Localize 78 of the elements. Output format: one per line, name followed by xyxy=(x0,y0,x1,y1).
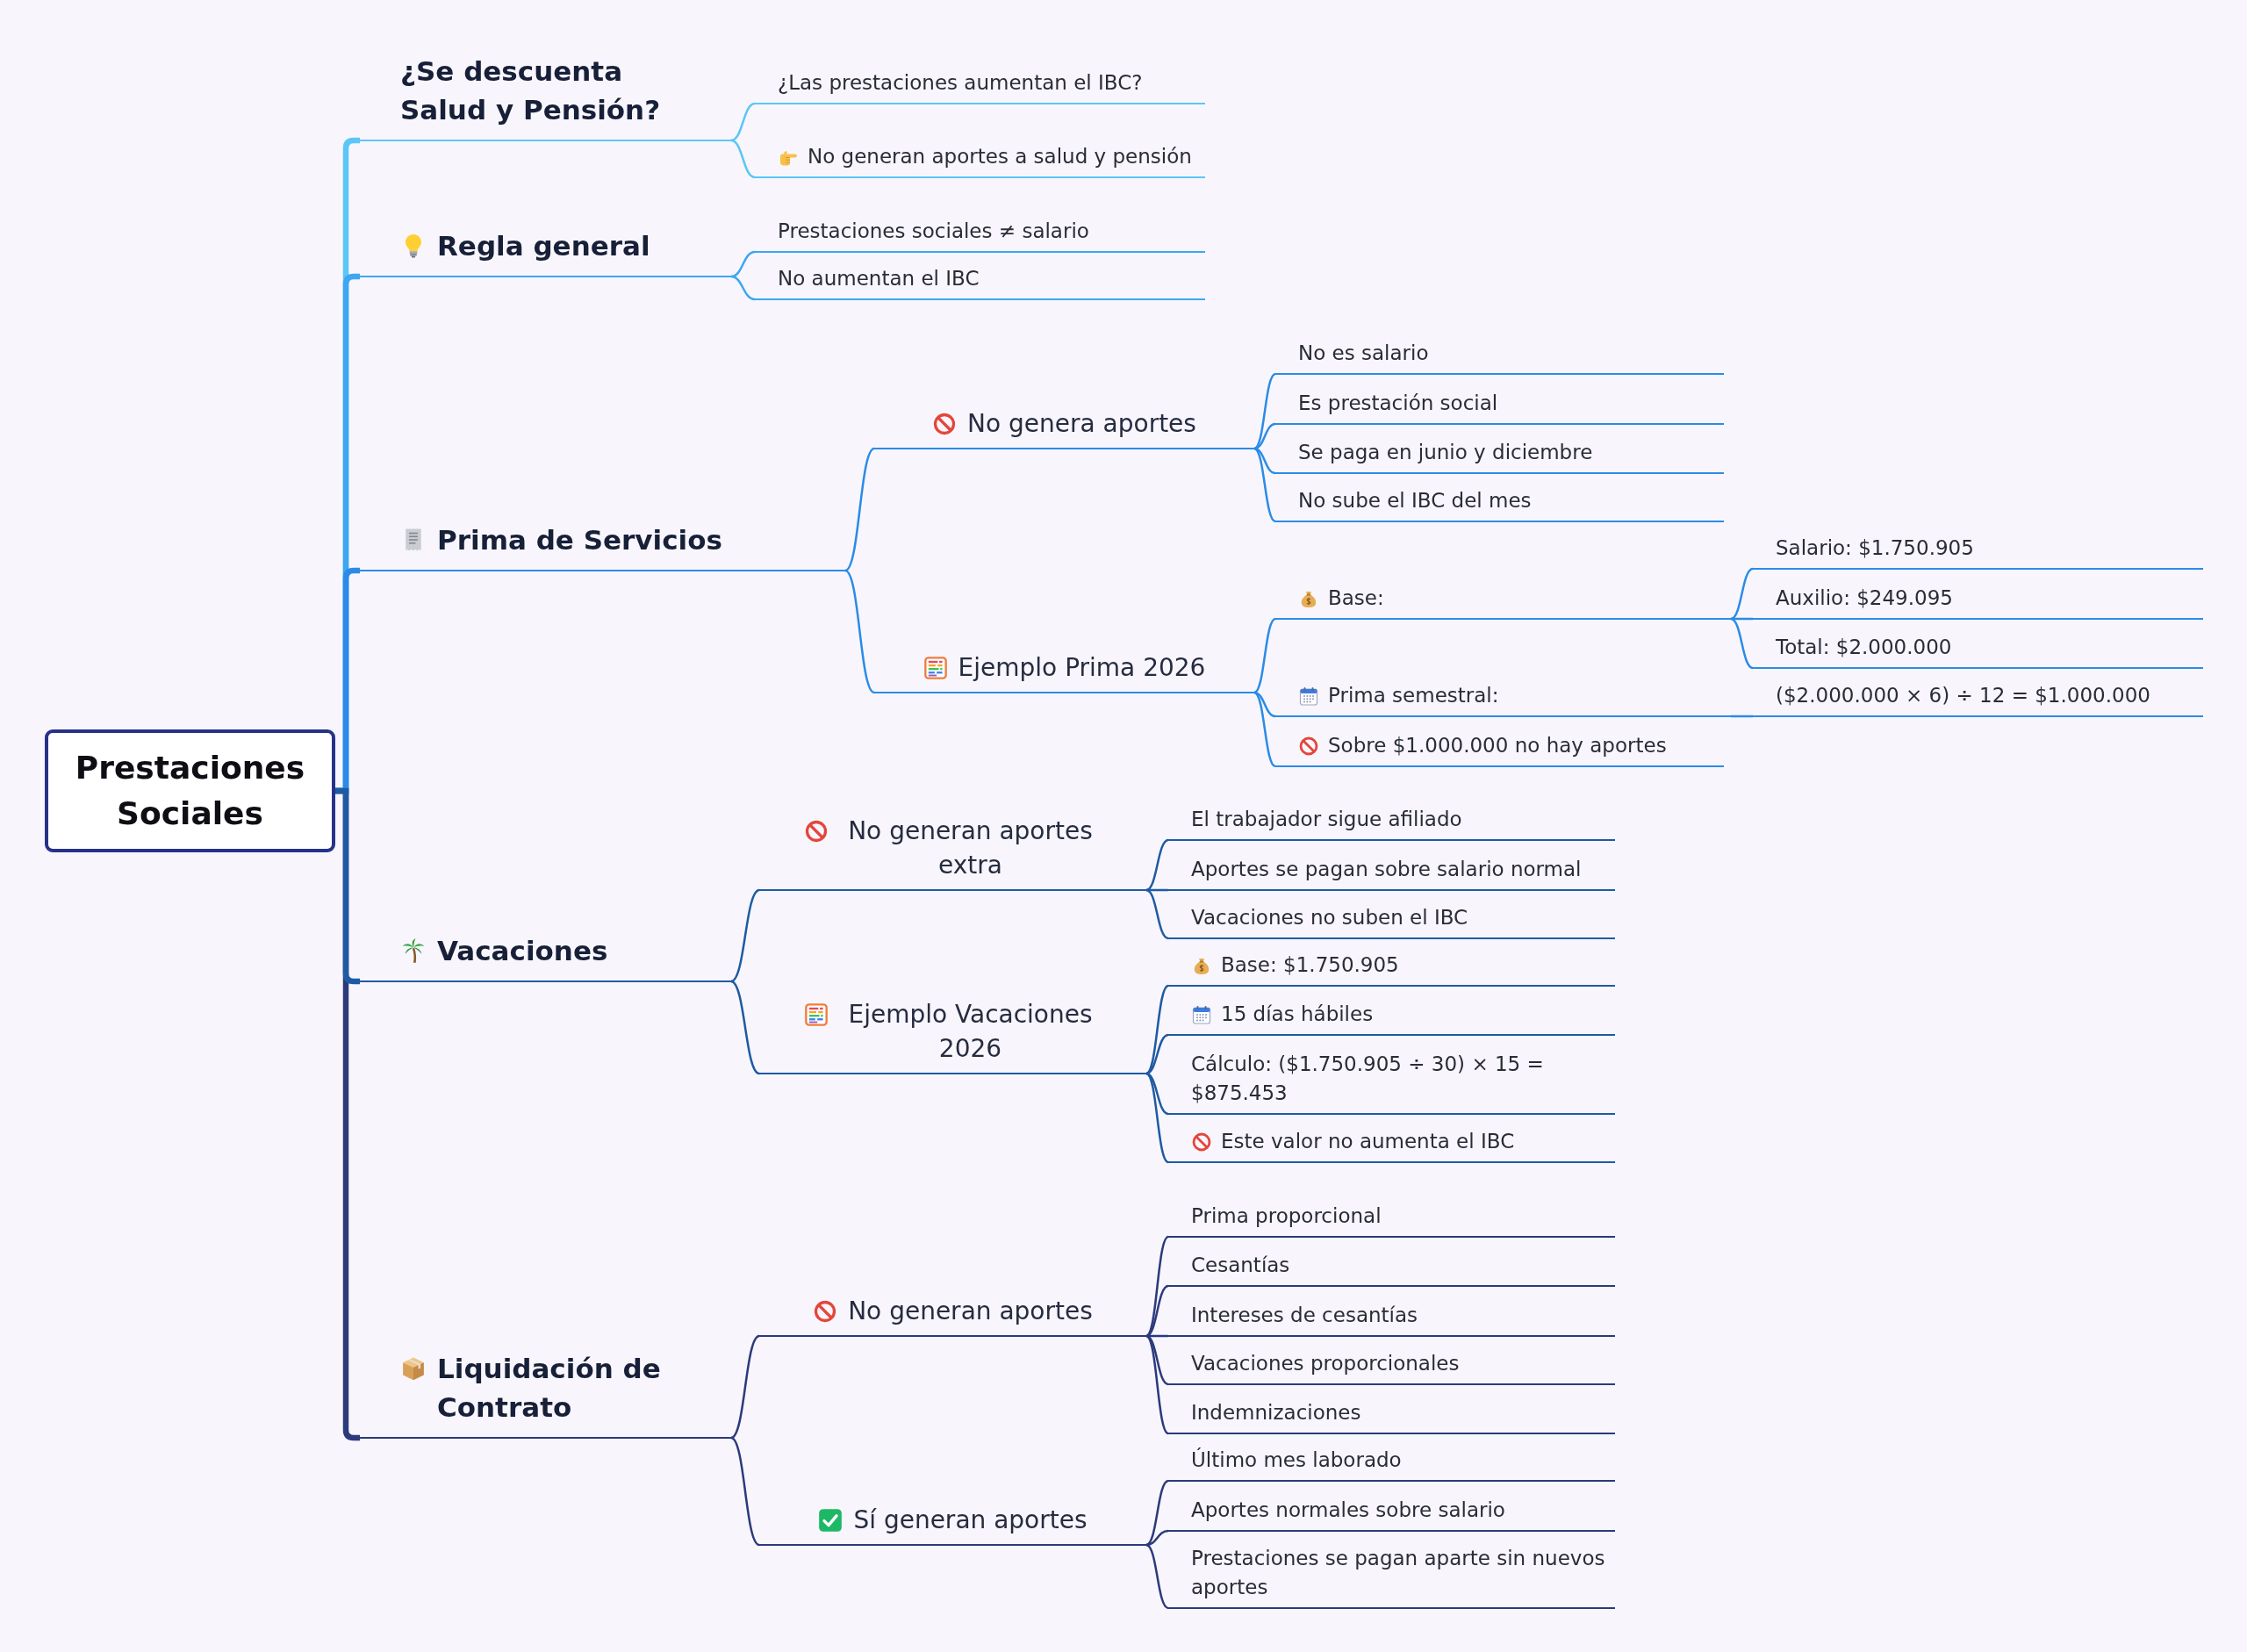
topic-label: Se paga en junio y diciembre xyxy=(1298,440,1593,466)
topic-label: Cesantías xyxy=(1191,1253,1290,1279)
connector-line xyxy=(730,275,756,301)
topic-label: Salario: $1.750.905 xyxy=(1776,535,1974,562)
connector-line xyxy=(1253,447,1276,475)
topic-label: No generan aportes extra xyxy=(847,815,1094,882)
topic-label: Vacaciones proporcionales xyxy=(1191,1351,1460,1377)
topic-label: Prima de Servicios xyxy=(437,523,722,558)
connector-line xyxy=(1145,1033,1169,1075)
connector-line xyxy=(1145,1334,1169,1386)
subtopic xyxy=(1168,1446,1615,1483)
connector-line xyxy=(1253,422,1276,450)
topic-label: ¿Se descuenta Salud y Pensión? xyxy=(400,54,662,128)
topic-label: Sí generan aportes xyxy=(853,1505,1088,1537)
topic-label: ¿Las prestaciones aumentan el IBC? xyxy=(778,70,1143,97)
connector-line xyxy=(1145,1335,1169,1434)
topic-label: Vacaciones xyxy=(437,934,608,969)
connector-line xyxy=(1145,1529,1169,1547)
connector-line xyxy=(1731,617,1753,621)
topic-label: Este valor no aumenta el IBC xyxy=(1221,1129,1515,1155)
topic-label: Total: $2.000.000 xyxy=(1776,635,1952,661)
central-topic-box xyxy=(45,729,335,852)
topic-label: Es prestación social xyxy=(1298,391,1498,417)
connector-line xyxy=(1145,1543,1169,1610)
topic-label: Prestaciones Sociales xyxy=(74,749,306,833)
topic-label: Aportes se pagan sobre salario normal xyxy=(1191,857,1582,883)
connector-line xyxy=(1730,617,1754,670)
connector-line xyxy=(1145,1072,1169,1164)
connector-line xyxy=(1145,888,1169,940)
topic-label: No sube el IBC del mes xyxy=(1298,488,1532,514)
connector-line xyxy=(1145,1284,1169,1338)
topic-label: Ejemplo Prima 2026 xyxy=(958,652,1206,685)
topic-label: Prestaciones se pagan aparte sin nuevos aportes xyxy=(1191,1546,1606,1601)
topic-label: Base: xyxy=(1328,585,1384,612)
connector-line xyxy=(730,250,756,278)
topic-label: Último mes laborado xyxy=(1191,1447,1402,1474)
topic-label: ($2.000.000 × 6) ÷ 12 = $1.000.000 xyxy=(1776,683,2150,709)
connector-line xyxy=(1253,447,1276,523)
connector-line xyxy=(1145,984,1169,1075)
connector-line xyxy=(730,888,760,983)
topic-label: No genera aportes xyxy=(967,408,1196,441)
topic-label: Prima semestral: xyxy=(1328,683,1499,709)
topic-label: No generan aportes a salud y pensión xyxy=(808,144,1192,170)
topic-label: Indemnizaciones xyxy=(1191,1400,1361,1426)
connector-line xyxy=(1145,838,1169,892)
topic-label: Cálculo: ($1.750.905 ÷ 30) × 15 = $875.453 xyxy=(1191,1052,1545,1107)
connector-line xyxy=(730,1334,760,1440)
topic-label: No aumentan el IBC xyxy=(778,266,980,292)
connector-line xyxy=(730,1436,760,1547)
topic-label: 15 días hábiles xyxy=(1221,1002,1374,1028)
connector-line xyxy=(1731,715,1753,718)
topic-label: Regla general xyxy=(437,229,650,264)
connector-line xyxy=(1146,1334,1168,1338)
topic-label: Intereses de cesantías xyxy=(1191,1303,1418,1329)
topic-label: Prestaciones sociales ≠ salario xyxy=(778,219,1089,245)
topic-label: Base: $1.750.905 xyxy=(1221,952,1399,979)
connector-line xyxy=(1145,1072,1169,1116)
connector-line xyxy=(1253,617,1276,694)
topic-label: Liquidación de Contrato xyxy=(437,1352,662,1426)
topic-label: Ejemplo Vacaciones 2026 xyxy=(847,999,1094,1066)
topic-label: El trabajador sigue afiliado xyxy=(1191,807,1462,833)
topic-label: No generan aportes xyxy=(848,1296,1093,1328)
connector-line xyxy=(844,570,875,693)
topic-label: Aportes normales sobre salario xyxy=(1191,1498,1505,1524)
connector-line xyxy=(1730,567,1754,621)
topic-label: Auxilio: $249.095 xyxy=(1776,585,1953,612)
connector-line xyxy=(730,102,756,142)
topic-label: Vacaciones no suben el IBC xyxy=(1191,905,1468,931)
topic-label: Sobre $1.000.000 no hay aportes xyxy=(1328,733,1667,759)
connector-line xyxy=(1145,1479,1169,1547)
connector-line xyxy=(1253,691,1276,768)
topic-label: No es salario xyxy=(1298,341,1429,367)
connector-line xyxy=(1253,691,1276,718)
connector-line xyxy=(730,980,760,1075)
connector-line xyxy=(730,139,756,179)
connector-line xyxy=(844,448,875,571)
topic-label: Prima proporcional xyxy=(1191,1203,1382,1230)
connector-line xyxy=(1146,888,1168,892)
